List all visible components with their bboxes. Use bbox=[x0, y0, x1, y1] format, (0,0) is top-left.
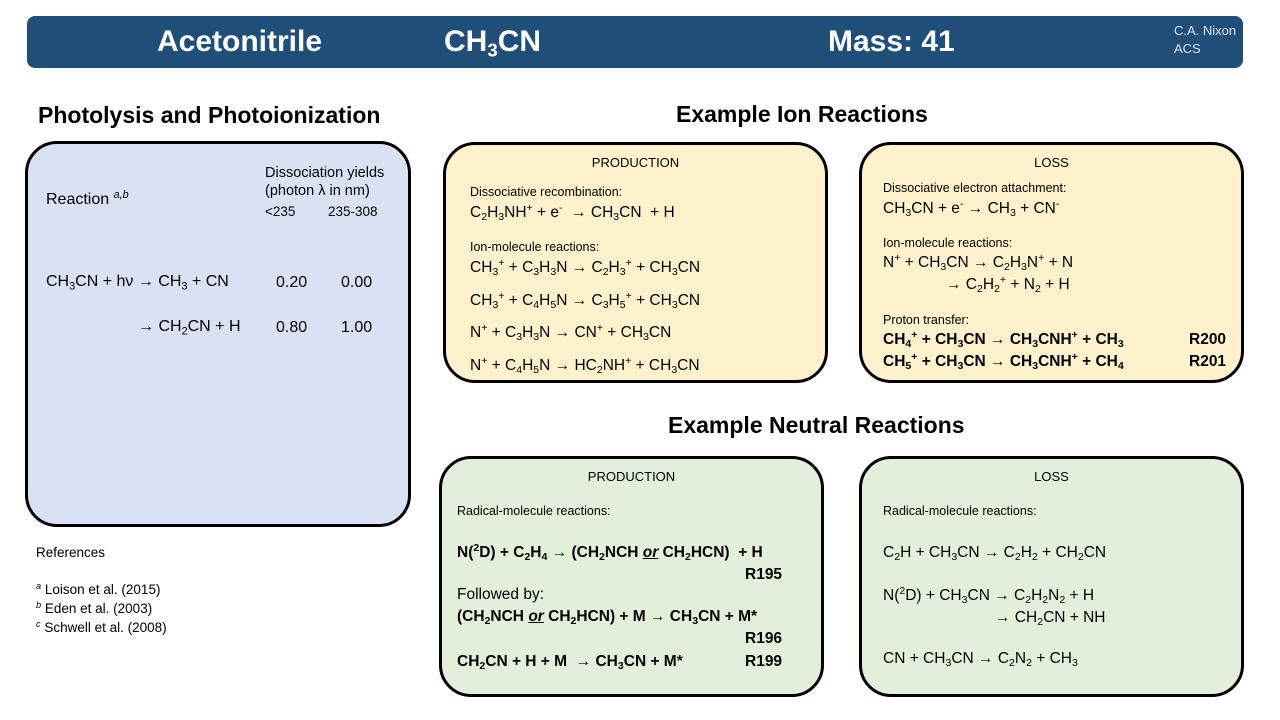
neutral-production-reaction-1: N(2D) + C2H4 → (CH2NCH or CH2HCN) + H bbox=[457, 542, 763, 564]
ion-loss-reaction-4: CH4+ + CH3CN → CH3CNH+ + CH3 bbox=[883, 329, 1124, 351]
dissociative-attachment-label: Dissociative electron attachment: bbox=[883, 181, 1067, 195]
author-affiliation: ACS bbox=[1174, 41, 1201, 56]
molecule-name: Acetonitrile bbox=[157, 25, 323, 58]
neutral-production-reaction-3: CH2CN + H + M → CH3CN + M* bbox=[457, 653, 683, 673]
reference-c: c Schwell et al. (2008) bbox=[36, 618, 167, 637]
reaction-label-r199: R199 bbox=[745, 653, 783, 670]
author-credit: C.A. Nixon ACS bbox=[1174, 22, 1236, 58]
reaction-column-header: Reaction a,b bbox=[46, 189, 129, 209]
ion-production-title: PRODUCTION bbox=[591, 155, 680, 170]
reaction-label-r195: R195 bbox=[745, 566, 783, 583]
neutral-reactions-heading: Example Neutral Reactions bbox=[668, 412, 965, 438]
reference-b: b Eden et al. (2003) bbox=[36, 599, 167, 618]
neutral-loss-reaction-4: CN + CH3CN → C2N2 + CH3 bbox=[883, 650, 1078, 670]
neutral-loss-radical-label: Radical-molecule reactions: bbox=[883, 504, 1037, 518]
ion-loss-reaction-2: N+ + CH3CN → C2H3N+ + N bbox=[883, 252, 1074, 274]
neutral-loss-reaction-1: C2H + CH3CN → C2H2 + CH2CN bbox=[883, 544, 1107, 564]
reference-a-marker: a bbox=[36, 580, 42, 591]
dissociative-recombination-label: Dissociative recombination: bbox=[470, 185, 623, 199]
molecule-mass: Mass: 41 bbox=[828, 25, 955, 58]
radical-molecule-label: Radical-molecule reactions: bbox=[457, 504, 611, 518]
reaction-label-r201: R201 bbox=[1189, 353, 1227, 370]
reference-a-text: Loison et al. (2015) bbox=[44, 582, 161, 597]
neutral-production-title: PRODUCTION bbox=[587, 469, 676, 484]
photolysis-yield-1b: 0.00 bbox=[341, 274, 373, 291]
photolysis-yield-2a: 0.80 bbox=[276, 319, 308, 336]
photolysis-yield-1a: 0.20 bbox=[276, 274, 308, 291]
ion-reactions-heading: Example Ion Reactions bbox=[676, 101, 928, 127]
ion-loss-title: LOSS bbox=[1034, 155, 1069, 170]
ion-loss-panel: LOSS Dissociative electron attachment: C… bbox=[859, 142, 1244, 383]
photolysis-yield-2b: 1.00 bbox=[341, 319, 373, 336]
ion-production-panel: PRODUCTION Dissociative recombination: C… bbox=[443, 142, 828, 383]
yields-column-header: Dissociation yields (photon λ in nm) bbox=[265, 164, 384, 200]
reference-b-text: Eden et al. (2003) bbox=[44, 601, 153, 616]
yields-col1-header: <235 bbox=[265, 204, 296, 219]
neutral-loss-title: LOSS bbox=[1034, 469, 1069, 484]
molecule-formula: CH3CN bbox=[444, 25, 542, 61]
yields-header-line1: Dissociation yields bbox=[265, 165, 385, 181]
reference-a: a Loison et al. (2015) bbox=[36, 580, 167, 599]
photolysis-reaction-1: CH3CN + hν → CH3 + CN bbox=[46, 273, 229, 293]
yields-col2-header: 235-308 bbox=[328, 204, 378, 219]
ion-production-reaction-1: C2H3NH+ + e- → CH3CN + H bbox=[470, 202, 675, 224]
reaction-label-r200: R200 bbox=[1189, 331, 1227, 348]
neutral-production-panel: PRODUCTION Radical-molecule reactions: N… bbox=[439, 456, 824, 697]
ion-molecule-label: Ion-molecule reactions: bbox=[470, 240, 600, 254]
ion-loss-reaction-3: → C2H2+ + N2 + H bbox=[946, 274, 1070, 296]
reference-c-marker: c bbox=[36, 618, 41, 629]
yields-header-line2: (photon λ in nm) bbox=[265, 183, 370, 199]
proton-transfer-label: Proton transfer: bbox=[883, 313, 970, 327]
ion-production-reaction-5: N+ + C4H5N → HC2NH+ + CH3CN bbox=[470, 355, 700, 377]
ion-loss-reaction-1: CH3CN + e- → CH3 + CN- bbox=[883, 198, 1060, 220]
author-name: C.A. Nixon bbox=[1174, 23, 1237, 38]
ion-production-reaction-2: CH3+ + C3H3N → C2H3+ + CH3CN bbox=[470, 257, 701, 279]
ion-loss-ion-molecule-label: Ion-molecule reactions: bbox=[883, 236, 1013, 250]
reaction-header-text: Reaction bbox=[46, 191, 110, 208]
ion-production-reaction-4: N+ + C3H3N → CN+ + CH3CN bbox=[470, 322, 672, 344]
neutral-loss-reaction-2: N(2D) + CH3CN → C2H2N2 + H bbox=[883, 585, 1095, 607]
references-title: References bbox=[36, 545, 106, 560]
ion-loss-reaction-5: CH5+ + CH3CN → CH3CNH+ + CH4 bbox=[883, 351, 1124, 373]
reaction-label-r196: R196 bbox=[745, 630, 783, 647]
photolysis-heading: Photolysis and Photoionization bbox=[38, 102, 381, 128]
ion-production-reaction-3: CH3+ + C4H5N → C3H5+ + CH3CN bbox=[470, 290, 701, 312]
photolysis-reaction-2: → CH2CN + H bbox=[138, 318, 241, 338]
neutral-loss-panel: LOSS Radical-molecule reactions: C2H + C… bbox=[859, 456, 1244, 697]
reference-c-text: Schwell et al. (2008) bbox=[44, 620, 167, 635]
references: References a Loison et al. (2015) b Eden… bbox=[36, 543, 167, 637]
followed-by-label: Followed by: bbox=[457, 586, 545, 603]
reference-b-marker: b bbox=[36, 599, 42, 610]
neutral-production-reaction-2: (CH2NCH or CH2HCN) + M → CH3CN + M* bbox=[457, 608, 758, 628]
neutral-loss-reaction-3: → CH2CN + NH bbox=[995, 609, 1106, 629]
title-banner: Acetonitrile CH3CN Mass: 41 C.A. Nixon A… bbox=[27, 16, 1243, 68]
photolysis-panel: Reaction a,b Dissociation yields (photon… bbox=[25, 141, 411, 527]
reaction-header-footnotes: a,b bbox=[113, 189, 129, 202]
